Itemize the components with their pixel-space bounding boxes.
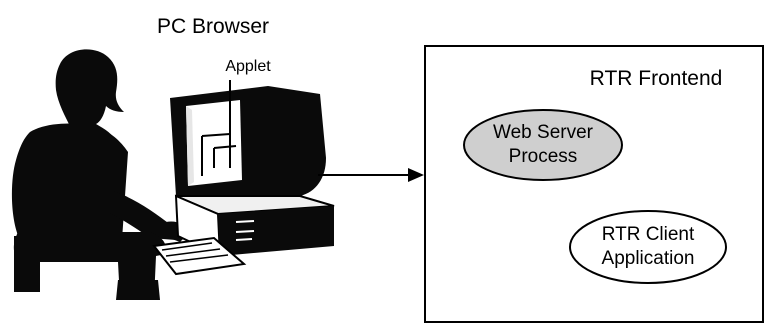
pc-user-illustration: Applet	[11, 49, 335, 300]
rtr-client-line2: Application	[602, 248, 695, 269]
web-server-process: Web Server Process	[463, 109, 623, 181]
crt-monitor-icon	[170, 86, 326, 200]
pc-browser-label: PC Browser	[157, 15, 269, 38]
keyboard-icon	[152, 236, 247, 276]
arrow-right-icon	[318, 168, 424, 182]
woman-silhouette-icon	[11, 49, 190, 300]
web-server-line1: Web Server	[493, 122, 594, 143]
applet-label: Applet	[225, 58, 271, 75]
rtr-client-application: RTR Client Application	[569, 210, 727, 284]
applet-window-icon	[201, 133, 237, 176]
monitor-screen	[186, 100, 242, 186]
rtr-frontend-box	[424, 45, 764, 323]
web-server-line2: Process	[509, 146, 578, 167]
rtr-frontend-label: RTR Frontend	[590, 67, 723, 90]
rtr-client-line1: RTR Client	[602, 224, 695, 245]
